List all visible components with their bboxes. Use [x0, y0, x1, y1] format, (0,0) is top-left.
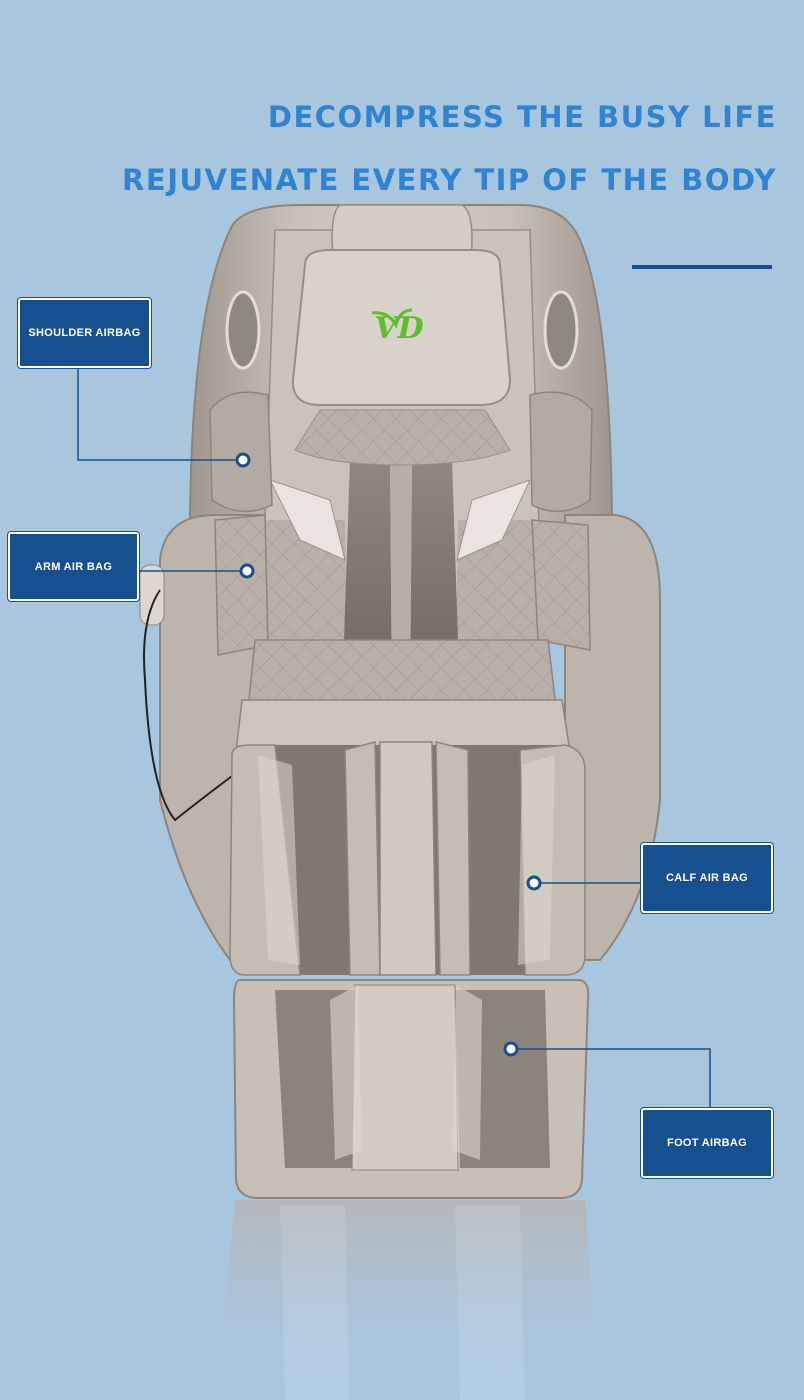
foot-airbag-callout: FOOT AIRBAG: [641, 1108, 773, 1178]
arm-airbag-label: ARM AIR BAG: [34, 560, 113, 573]
foot-airbag-label: FOOT AIRBAG: [667, 1137, 747, 1149]
shoulder-light-left: [225, 290, 261, 370]
head-pillow: [291, 204, 512, 466]
calf-rest: [229, 741, 586, 976]
callout-leaders: [77, 368, 711, 1108]
calf-airbag-label: CALF AIR BAG: [665, 872, 749, 884]
callout-markers: [235, 452, 542, 1057]
brand-logo: VD: [371, 308, 424, 346]
arm-marker-dot: [239, 563, 255, 579]
foot-marker-dot: [503, 1041, 519, 1057]
calf-airbag-callout: CALF AIR BAG: [641, 843, 773, 913]
calf-marker-dot: [526, 875, 542, 891]
remote-control: [139, 564, 241, 822]
shoulder-leader-line: [77, 368, 243, 461]
shoulder-airbag-callout: SHOULDER AIRBAG: [18, 298, 151, 368]
foot-rest: [232, 979, 590, 1199]
headline-line-2: REJUVENATE EVERY TIP OF THE BODY: [122, 163, 777, 197]
foot-leader-line: [511, 1048, 711, 1108]
headline-underline: [632, 265, 772, 269]
shoulder-airbag-right: [529, 391, 593, 513]
shoulder-marker-dot: [235, 452, 251, 468]
arm-airbag-callout: ARM AIR BAG: [8, 532, 139, 601]
seat-cushion: [235, 639, 571, 753]
arm-airbag-right: [531, 519, 591, 651]
arm-airbag-left: [214, 514, 269, 656]
headline-line-1: DECOMPRESS THE BUSY LIFE: [267, 100, 777, 134]
shoulder-light-right: [543, 290, 579, 370]
floor-reflection: [215, 1200, 600, 1400]
shoulder-airbag-left: [209, 391, 273, 513]
logo-text: VD: [374, 311, 423, 346]
shoulder-airbag-label: SHOULDER AIRBAG: [28, 327, 141, 339]
